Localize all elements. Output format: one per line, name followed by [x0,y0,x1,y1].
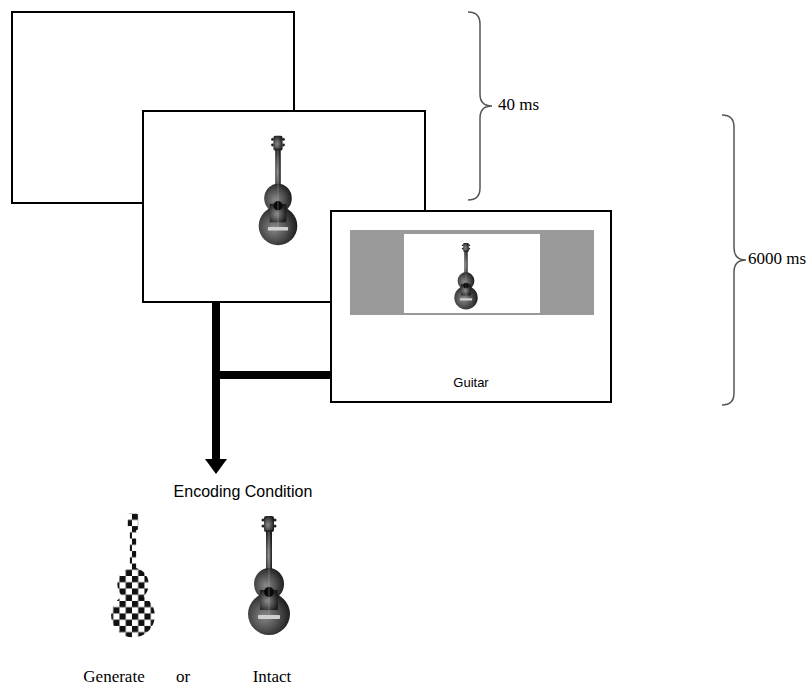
screen-box: Guitar [330,210,612,403]
flow-line [212,371,331,379]
duration-label: 6000 ms [748,250,806,269]
duration-label: 40 ms [498,96,539,115]
picture-panel [404,234,540,313]
guitar-picture [248,516,290,635]
guitar-detail [460,244,472,300]
guitar-detail [268,138,288,230]
guitar-detail [258,519,280,620]
condition-label: Generate [83,668,144,687]
time-bracket [468,12,492,200]
gray-band [350,230,594,315]
screen-fill [331,211,611,402]
condition-label: Intact [253,668,292,687]
checkered-guitar [111,514,155,638]
stimulus-word: Guitar [332,375,610,390]
time-bracket [722,115,746,405]
condition-label: or [176,668,190,687]
flow-line [212,302,220,462]
arrow-head [205,459,227,474]
guitar-picture [259,136,298,245]
guitar-picture [454,243,477,309]
condition-heading: Encoding Condition [174,483,313,501]
